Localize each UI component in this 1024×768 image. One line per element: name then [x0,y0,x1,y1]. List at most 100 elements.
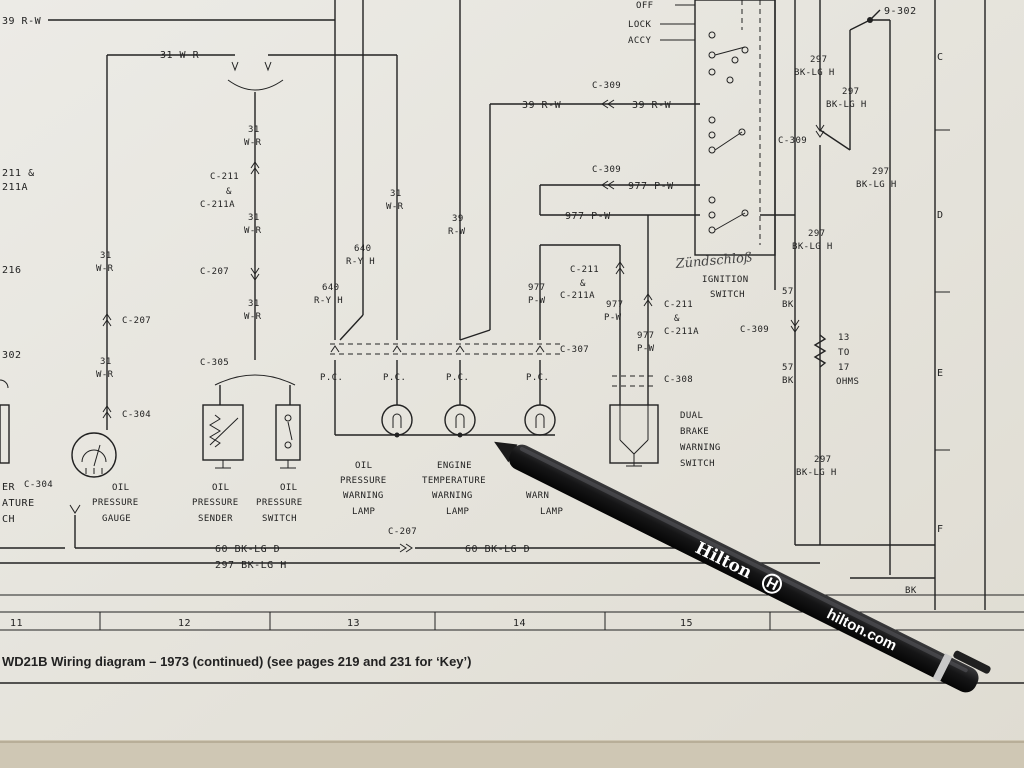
grid-col-15: 15 [680,618,693,629]
oil-pressure-sender-symbol [202,404,244,469]
svg-text:977: 977 [528,283,545,293]
svg-text:C-211: C-211 [664,300,693,310]
svg-text:LAMP: LAMP [352,507,375,517]
svg-text:297: 297 [808,229,825,239]
svg-text:ACCY: ACCY [628,36,651,46]
svg-text:BK: BK [782,376,794,386]
svg-text:977 P-W: 977 P-W [628,181,674,192]
wire-labels: 39 R-W 31 W-R 31 W-R 31 W-R 31 W-R 31 W-… [2,6,916,596]
svg-text:LAMP: LAMP [540,507,563,517]
svg-text:BK-LG H: BK-LG H [856,180,897,190]
svg-text:ER: ER [2,482,16,493]
svg-text:C-304: C-304 [24,480,53,490]
page-frame [0,0,1024,684]
svg-text:BK-LG H: BK-LG H [796,468,837,478]
svg-text:31: 31 [100,357,112,367]
svg-text:OHMS: OHMS [836,377,859,387]
svg-text:C-309: C-309 [740,325,769,335]
oil-pressure-switch-symbol [275,404,301,469]
svg-text:W-R: W-R [386,202,404,212]
grid-row-e: E [937,368,944,379]
svg-text:31: 31 [100,251,112,261]
left-edge-labels: 211 & 211A 216 302 ER ATURE CH [0,168,35,525]
svg-text:WARNING: WARNING [680,443,721,453]
svg-text:DUAL: DUAL [680,411,703,421]
svg-text:297: 297 [810,55,827,65]
svg-text:31: 31 [248,125,260,135]
svg-text:977: 977 [606,300,623,310]
svg-text:C-308: C-308 [664,375,693,385]
wiring [0,0,935,579]
svg-text:31: 31 [390,189,402,199]
svg-text:SENDER: SENDER [198,514,233,524]
svg-text:GAUGE: GAUGE [102,514,131,524]
svg-text:60 BK-LG D: 60 BK-LG D [465,544,530,555]
grid-row-c: C [937,52,944,63]
svg-text:SWITCH: SWITCH [680,459,715,469]
svg-text:297: 297 [872,167,889,177]
connector-marks [69,17,873,553]
svg-text:SWITCH: SWITCH [262,514,297,524]
svg-text:297 BK-LG H: 297 BK-LG H [215,560,287,571]
svg-text:R-W: R-W [448,227,466,237]
svg-text:TEMPERATURE: TEMPERATURE [422,476,486,486]
svg-text:W-R: W-R [244,312,262,322]
svg-text:31: 31 [248,213,260,223]
svg-text:&: & [580,279,586,289]
grid-col-11: 11 [10,618,23,629]
svg-text:31: 31 [248,299,260,309]
svg-text:P-W: P-W [604,313,622,323]
diagram-caption: WD21B Wiring diagram – 1973 (continued) … [2,654,471,669]
handwritten-note: Zündschloß [674,250,753,272]
svg-text:60 BK-LG D: 60 BK-LG D [215,544,280,555]
svg-text:&: & [674,314,680,324]
svg-text:211A: 211A [2,182,28,193]
svg-text:OIL: OIL [112,483,129,493]
svg-text:57: 57 [782,287,794,297]
svg-text:IGNITION: IGNITION [702,275,749,285]
svg-text:297: 297 [814,455,831,465]
grid-row-f: F [937,524,944,535]
svg-text:C-211A: C-211A [664,327,699,337]
svg-text:P.C.: P.C. [320,373,343,383]
oil-pressure-gauge-symbol [71,432,117,478]
svg-text:ATURE: ATURE [2,498,35,509]
svg-text:CH: CH [2,514,15,525]
svg-text:OIL: OIL [212,483,229,493]
svg-text:39 R-W: 39 R-W [2,16,42,27]
warning-lamp-symbols [381,404,556,438]
connector-labels: C-211 & C-211A C-207 C-207 C-304 C-304 C… [24,81,807,537]
svg-text:W-R: W-R [244,226,262,236]
svg-text:BRAKE: BRAKE [680,427,709,437]
svg-text:W-R: W-R [96,370,114,380]
svg-text:W-R: W-R [244,138,262,148]
svg-text:977 P-W: 977 P-W [565,211,611,222]
svg-text:640: 640 [354,244,371,254]
svg-text:BK: BK [782,300,794,310]
svg-text:WARNING: WARNING [343,491,384,501]
svg-text:31 W-R: 31 W-R [160,50,200,61]
svg-text:C-211: C-211 [210,172,239,182]
svg-text:P-W: P-W [637,344,655,354]
svg-text:C-309: C-309 [778,136,807,146]
svg-text:&: & [226,187,232,197]
svg-text:OIL: OIL [280,483,297,493]
svg-text:C-211A: C-211A [200,200,235,210]
svg-text:P.C.: P.C. [383,373,406,383]
svg-text:57: 57 [782,363,794,373]
svg-text:216: 216 [2,265,22,276]
svg-text:LOCK: LOCK [628,20,651,30]
svg-text:C-309: C-309 [592,81,621,91]
svg-text:297: 297 [842,87,859,97]
svg-text:LAMP: LAMP [446,507,469,517]
svg-text:P-W: P-W [528,296,546,306]
svg-text:TO: TO [838,348,850,358]
svg-text:PRESSURE: PRESSURE [256,498,303,508]
svg-text:P.C.: P.C. [446,373,469,383]
grid-col-12: 12 [178,618,191,629]
svg-text:OFF: OFF [636,1,653,11]
svg-text:PRESSURE: PRESSURE [340,476,387,486]
svg-text:W-R: W-R [96,264,114,274]
